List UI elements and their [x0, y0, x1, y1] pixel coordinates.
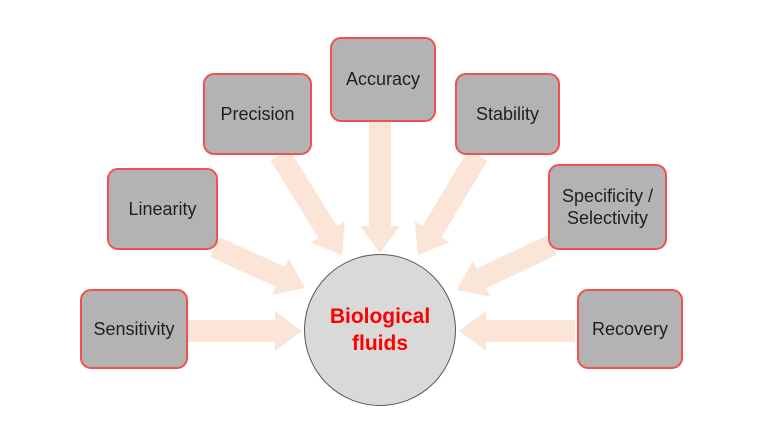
node-recovery-label: Recovery — [591, 318, 669, 339]
node-linearity-label: Linearity — [128, 198, 197, 219]
node-accuracy-label: Accuracy — [345, 69, 421, 90]
node-specificity-selectivity: Specificity / Selectivity — [548, 164, 667, 250]
arrow-linearity-to-center — [210, 237, 305, 295]
center-node-biological-fluids: Biological fluids — [304, 254, 456, 406]
node-stability-label: Stability — [475, 103, 540, 124]
arrow-precision-to-center — [270, 149, 345, 255]
node-stability: Stability — [455, 73, 560, 155]
node-specificity-selectivity-label: Specificity / Selectivity — [561, 185, 654, 229]
node-accuracy: Accuracy — [330, 37, 436, 122]
arrow-recovery-to-center — [459, 311, 575, 351]
arrow-accuracy-to-center — [360, 122, 400, 253]
arrow-stability-to-center — [414, 149, 488, 255]
node-recovery: Recovery — [577, 289, 683, 369]
node-precision-label: Precision — [220, 103, 295, 124]
node-sensitivity: Sensitivity — [80, 289, 188, 369]
node-linearity: Linearity — [107, 168, 218, 250]
node-sensitivity-label: Sensitivity — [93, 318, 175, 339]
node-precision: Precision — [203, 73, 312, 155]
arrow-sensitivity-to-center — [188, 311, 302, 351]
arrow-specificity-to-center — [457, 235, 557, 297]
center-node-label: Biological fluids — [329, 304, 431, 355]
